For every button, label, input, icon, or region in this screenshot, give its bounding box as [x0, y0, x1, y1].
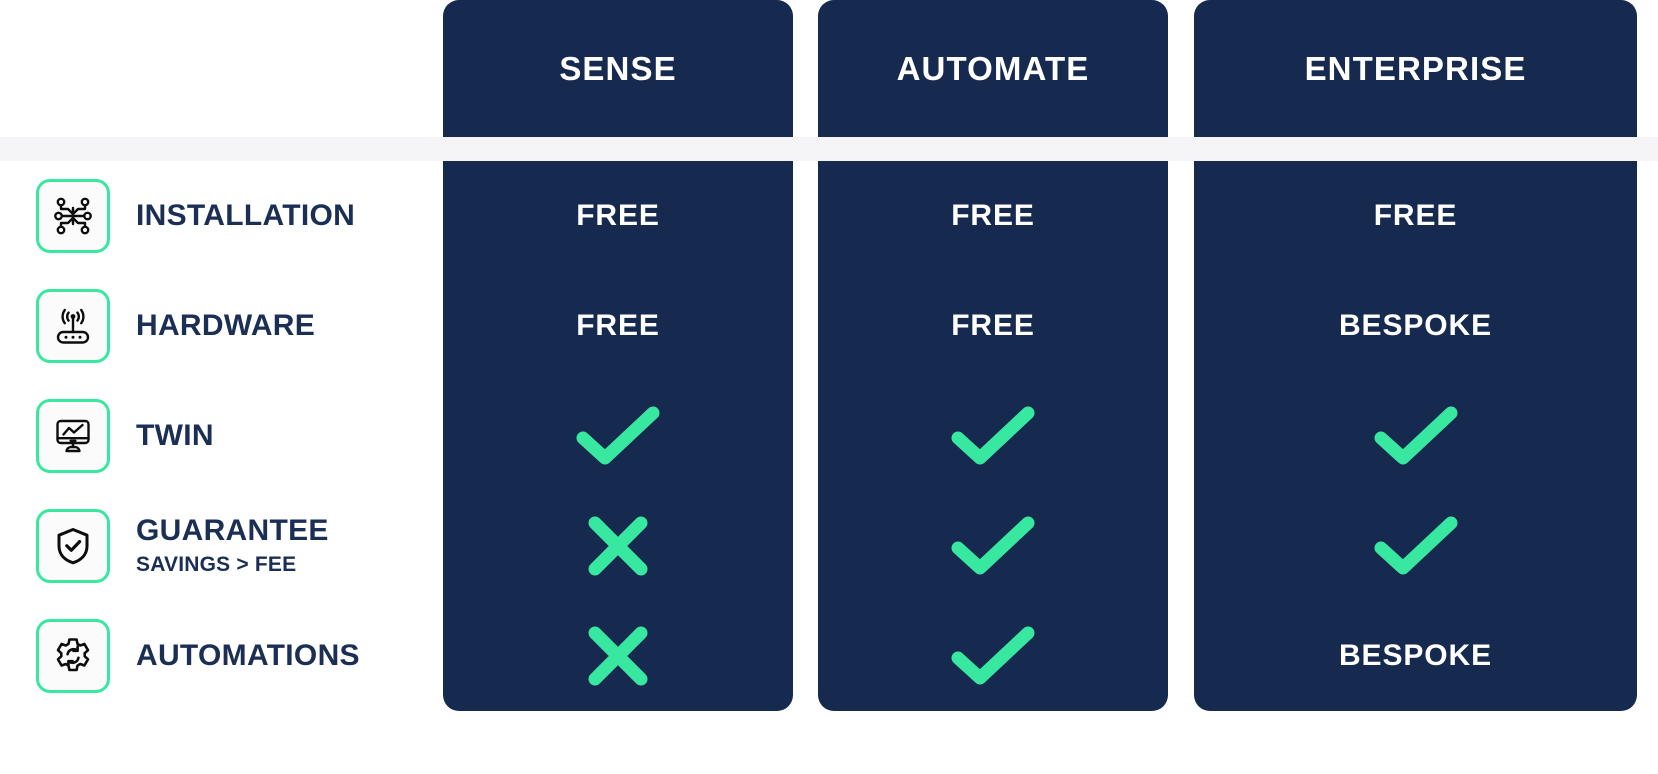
shield-check-icon: [52, 525, 94, 567]
plan-header-sense: SENSE: [443, 0, 793, 137]
plan-name: ENTERPRISE: [1304, 49, 1527, 87]
plan-body-enterprise: FREE BESPOKE BESPOKE: [1194, 161, 1637, 711]
feature-label: GUARANTEE: [136, 514, 329, 548]
feature-row-installation: INSTALLATION: [36, 161, 436, 271]
cell-value: BESPOKE: [1338, 309, 1492, 342]
guarantee-icon-box: [36, 509, 110, 583]
plan-cell: [443, 381, 793, 491]
feature-list: INSTALLATION: [36, 161, 436, 711]
installation-icon-box: [36, 179, 110, 253]
plan-name: SENSE: [559, 49, 677, 87]
plan-cell: FREE: [818, 161, 1168, 271]
cell-value: FREE: [951, 199, 1035, 232]
twin-icon-box: [36, 399, 110, 473]
cross-icon: [582, 620, 654, 692]
feature-text-twin: TWIN: [136, 419, 214, 453]
feature-row-hardware: HARDWARE: [36, 271, 436, 381]
plan-cell: FREE: [1194, 161, 1637, 271]
check-icon: [947, 620, 1039, 692]
feature-row-twin: TWIN: [36, 381, 436, 491]
plan-body-sense: FREE FREE: [443, 161, 793, 711]
check-icon: [1370, 510, 1462, 582]
plan-header-automate: AUTOMATE: [818, 0, 1168, 137]
plan-cell: FREE: [443, 271, 793, 381]
check-icon: [947, 400, 1039, 472]
cell-value: FREE: [951, 309, 1035, 342]
cell-value: FREE: [576, 199, 660, 232]
feature-row-automations: AUTOMATIONS: [36, 601, 436, 711]
plan-header-enterprise: ENTERPRISE: [1194, 0, 1637, 137]
cell-value: FREE: [576, 309, 660, 342]
feature-label: INSTALLATION: [136, 199, 356, 233]
gear-refresh-icon: [52, 635, 94, 677]
plan-cell: [443, 601, 793, 711]
feature-label: TWIN: [136, 419, 214, 453]
check-icon: [572, 400, 664, 472]
plan-cell: [1194, 491, 1637, 601]
plan-cell: [443, 491, 793, 601]
automations-icon-box: [36, 619, 110, 693]
circuit-nodes-icon: [52, 195, 94, 237]
plan-column-enterprise[interactable]: ENTERPRISE FREE BESPOKE: [1194, 0, 1637, 711]
check-icon: [947, 510, 1039, 582]
plan-cell: [818, 601, 1168, 711]
plan-name: AUTOMATE: [896, 49, 1090, 87]
check-icon: [1370, 400, 1462, 472]
cell-value: BESPOKE: [1338, 639, 1492, 672]
plan-cell: BESPOKE: [1194, 271, 1637, 381]
feature-text-hardware: HARDWARE: [136, 309, 315, 343]
router-icon: [52, 305, 94, 347]
feature-text-guarantee: GUARANTEE SAVINGS > FEE: [136, 514, 329, 578]
plan-cell: FREE: [818, 271, 1168, 381]
plan-column-sense[interactable]: SENSE FREE FREE: [443, 0, 793, 711]
monitor-chart-icon: [52, 415, 94, 457]
plan-cell: FREE: [443, 161, 793, 271]
plan-body-automate: FREE FREE: [818, 161, 1168, 711]
plan-cell: [818, 491, 1168, 601]
plan-cell: [1194, 381, 1637, 491]
feature-row-guarantee: GUARANTEE SAVINGS > FEE: [36, 491, 436, 601]
feature-label: HARDWARE: [136, 309, 316, 343]
plan-cell: BESPOKE: [1194, 601, 1637, 711]
plan-cell: [818, 381, 1168, 491]
feature-text-automations: AUTOMATIONS: [136, 639, 360, 673]
plan-column-automate[interactable]: AUTOMATE FREE FREE: [818, 0, 1168, 711]
hardware-icon-box: [36, 289, 110, 363]
cell-value: FREE: [1373, 199, 1458, 232]
header-body-separator: [0, 137, 1658, 161]
cross-icon: [582, 510, 654, 582]
feature-sublabel: SAVINGS > FEE: [136, 552, 297, 576]
feature-label: AUTOMATIONS: [136, 639, 360, 673]
feature-text-installation: INSTALLATION: [136, 199, 355, 233]
